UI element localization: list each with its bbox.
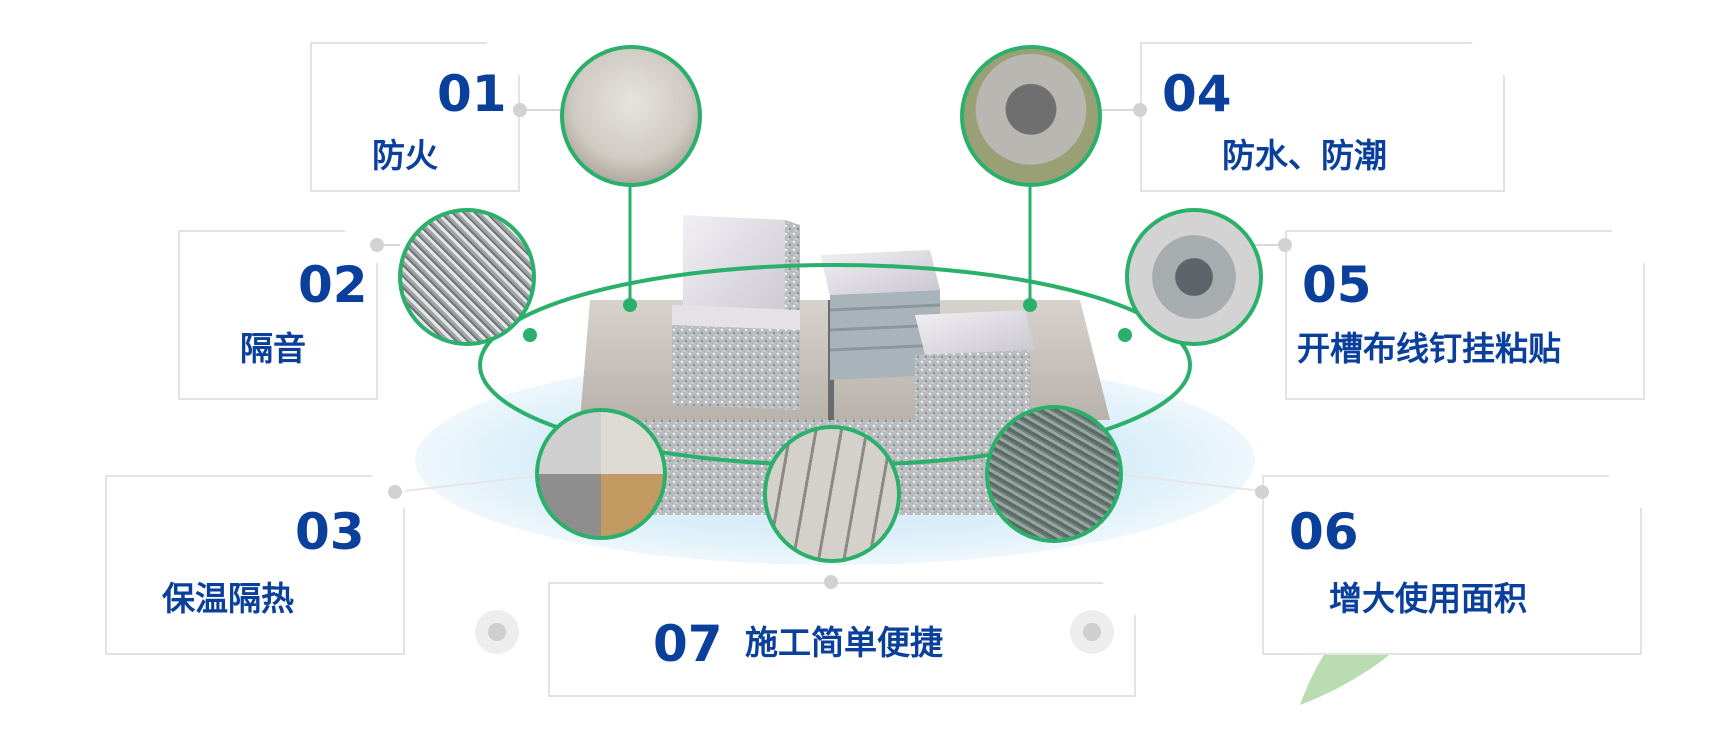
connector-dot-3 (388, 485, 402, 499)
block-1 (683, 215, 800, 335)
feature-label-3: 保温隔热 (162, 579, 294, 618)
target-circle-right (1070, 610, 1114, 654)
thumb-sound (398, 208, 536, 346)
feature-card-3: 03 保温隔热 (105, 475, 405, 655)
connector-dot-6 (1255, 485, 1269, 499)
feature-label-2: 隔音 (240, 329, 306, 368)
feature-number-3: 03 (295, 503, 365, 561)
feature-number-6: 06 (1289, 503, 1359, 561)
feature-number-1: 01 (437, 65, 507, 123)
connector-dot-1 (513, 103, 527, 117)
block-2 (672, 305, 800, 410)
feature-label-6: 增大使用面积 (1329, 579, 1527, 618)
feature-number-4: 04 (1162, 65, 1232, 123)
feature-number-7: 07 (653, 615, 723, 673)
connector-dot-2 (370, 238, 384, 252)
feature-card-2: 02 隔音 (178, 230, 378, 400)
feature-label-5: 开槽布线钉挂粘贴 (1297, 329, 1561, 368)
thumb-wiring (1125, 208, 1263, 346)
connector-dot-4 (1133, 103, 1147, 117)
feature-card-6: 06 增大使用面积 (1262, 475, 1642, 655)
block-4 (915, 310, 1035, 440)
connector-dot-7 (824, 575, 838, 589)
block-3 (820, 250, 941, 380)
connector-dot-5 (1278, 238, 1292, 252)
feature-number-5: 05 (1302, 256, 1372, 314)
feature-card-4: 04 防水、防潮 (1140, 42, 1505, 192)
thumb-fire (560, 45, 702, 187)
feature-number-2: 02 (298, 256, 368, 314)
feature-card-7: 07 施工简单便捷 (548, 582, 1136, 697)
thumb-construction (763, 425, 901, 563)
target-circle-left (475, 610, 519, 654)
feature-label-7: 施工简单便捷 (745, 623, 943, 662)
thumb-waterproof (960, 45, 1102, 187)
thumb-insulation (535, 408, 667, 540)
feature-card-1: 01 防火 (310, 42, 520, 192)
feature-label-4: 防水、防潮 (1222, 136, 1387, 175)
feature-label-1: 防火 (372, 136, 438, 175)
feature-card-5: 05 开槽布线钉挂粘贴 (1285, 230, 1645, 400)
thumb-area (985, 405, 1123, 543)
